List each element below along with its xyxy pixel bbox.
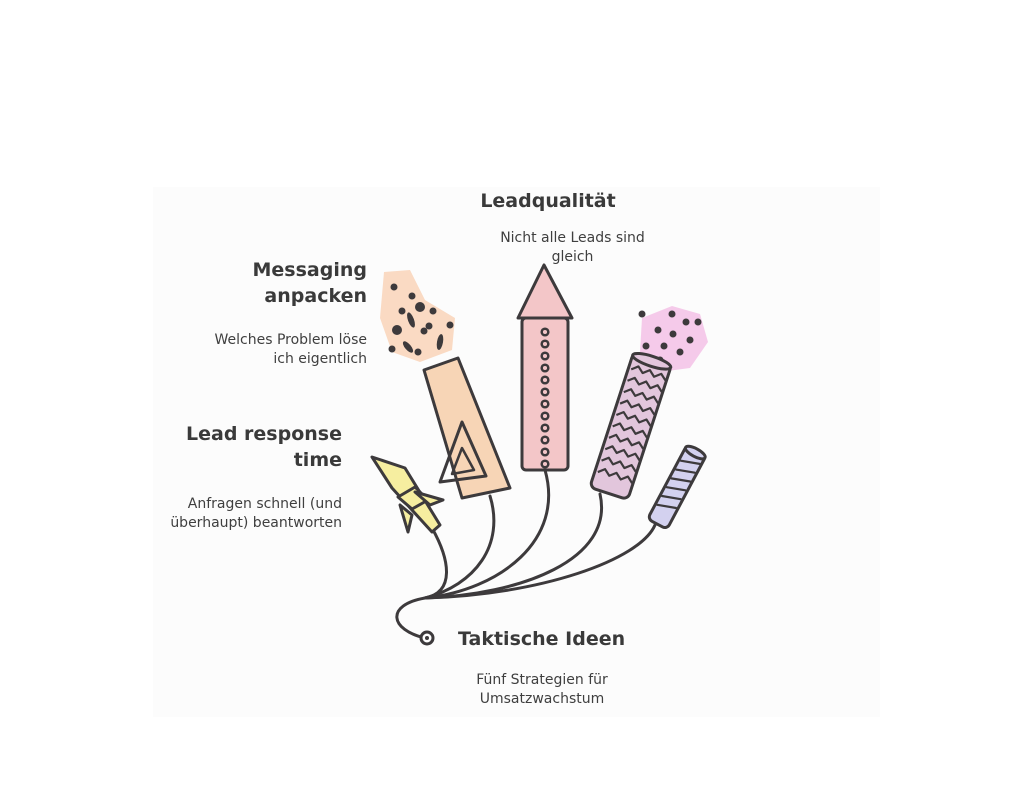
pink-rocket [516,263,574,472]
lavender-rocket [647,444,707,529]
item-description-lead-response: Anfragen schnell (und überhaupt) beantwo… [170,496,342,531]
peach-sparks [388,283,454,356]
pink-splash [640,306,708,372]
fuse-lines [395,468,657,640]
item-title-lead-response: Lead response time [186,423,342,471]
center-description: Fünf Strategien für Umsatzwachstum [476,672,608,707]
diagram-background [153,187,880,717]
item-title-messaging: Messaging anpacken [252,259,367,307]
item-description-messaging: Welches Problem löse ich eigentlich [214,332,367,367]
fuse-start-icon [419,630,435,646]
peach-rocket [422,356,512,500]
yellow-rocket [370,455,445,534]
peach-splash [380,270,455,362]
center-title: Taktische Ideen [458,628,626,650]
item-title-leadqualitaet: Leadqualität [480,190,616,212]
purple-rocket [589,351,673,500]
item-description-leadqualitaet: Nicht alle Leads sind gleich [500,230,645,265]
